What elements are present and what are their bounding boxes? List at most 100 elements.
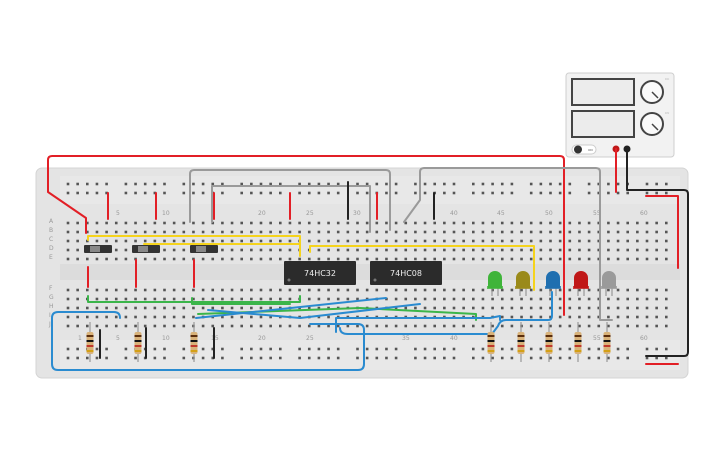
hole[interactable] — [529, 248, 533, 252]
hole[interactable] — [394, 297, 398, 301]
hole[interactable] — [616, 248, 620, 252]
rail-hole[interactable] — [336, 356, 340, 360]
rail-hole[interactable] — [211, 356, 215, 360]
hole[interactable] — [655, 239, 658, 243]
hole[interactable] — [269, 297, 272, 301]
hole[interactable] — [95, 315, 99, 319]
hole[interactable] — [452, 288, 456, 292]
hole[interactable] — [346, 248, 350, 252]
rail-hole[interactable] — [481, 347, 485, 351]
hole[interactable] — [597, 324, 601, 328]
hole[interactable] — [221, 248, 224, 252]
hole[interactable] — [404, 257, 408, 261]
rail-hole[interactable] — [66, 356, 70, 360]
rail-hole[interactable] — [307, 182, 311, 186]
hole[interactable] — [375, 221, 379, 225]
hole[interactable] — [636, 324, 639, 328]
rail-hole[interactable] — [539, 182, 543, 186]
hole[interactable] — [76, 288, 79, 292]
hole[interactable] — [124, 230, 128, 234]
led-white[interactable] — [601, 271, 617, 296]
rail-hole[interactable] — [153, 347, 157, 351]
rail-hole[interactable] — [221, 182, 224, 186]
hole[interactable] — [539, 248, 543, 252]
hole[interactable] — [317, 257, 321, 261]
hole[interactable] — [221, 288, 224, 292]
hole[interactable] — [66, 297, 70, 301]
led-green[interactable] — [487, 271, 503, 296]
hole[interactable] — [645, 230, 649, 234]
hole[interactable] — [626, 230, 629, 234]
hole[interactable] — [124, 324, 128, 328]
hole[interactable] — [443, 257, 446, 261]
rail-hole[interactable] — [616, 191, 620, 195]
hole[interactable] — [626, 257, 629, 261]
hole[interactable] — [124, 257, 128, 261]
hole[interactable] — [452, 221, 456, 225]
rail-hole[interactable] — [76, 191, 79, 195]
hole[interactable] — [568, 230, 572, 234]
rail-hole[interactable] — [655, 356, 658, 360]
rail-hole[interactable] — [86, 356, 89, 360]
hole[interactable] — [645, 297, 649, 301]
hole[interactable] — [259, 239, 263, 243]
hole[interactable] — [182, 288, 186, 292]
hole[interactable] — [549, 221, 552, 225]
hole[interactable] — [336, 239, 340, 243]
hole[interactable] — [259, 315, 263, 319]
rail-hole[interactable] — [587, 347, 591, 351]
hole[interactable] — [221, 297, 224, 301]
hole[interactable] — [230, 297, 234, 301]
hole[interactable] — [172, 248, 176, 252]
hole[interactable] — [549, 297, 552, 301]
hole[interactable] — [404, 297, 408, 301]
hole[interactable] — [510, 297, 514, 301]
hole[interactable] — [636, 297, 639, 301]
rail-hole[interactable] — [385, 191, 388, 195]
rail-hole[interactable] — [327, 191, 330, 195]
rail-hole[interactable] — [298, 356, 301, 360]
hole[interactable] — [462, 257, 465, 261]
hole[interactable] — [665, 297, 668, 301]
hole[interactable] — [404, 248, 408, 252]
hole[interactable] — [211, 257, 215, 261]
hole[interactable] — [76, 297, 79, 301]
hole[interactable] — [597, 230, 601, 234]
hole[interactable] — [172, 230, 176, 234]
hole[interactable] — [558, 230, 562, 234]
hole[interactable] — [558, 324, 562, 328]
rail-hole[interactable] — [510, 356, 514, 360]
rail-hole[interactable] — [607, 182, 610, 186]
hole[interactable] — [163, 230, 166, 234]
hole[interactable] — [491, 221, 494, 225]
rail-hole[interactable] — [250, 191, 253, 195]
hole[interactable] — [211, 239, 215, 243]
hole[interactable] — [443, 297, 446, 301]
hole[interactable] — [394, 230, 398, 234]
hole[interactable] — [201, 306, 205, 310]
hole[interactable] — [163, 248, 166, 252]
rail-hole[interactable] — [452, 182, 456, 186]
hole[interactable] — [414, 257, 417, 261]
resistor[interactable] — [517, 322, 525, 362]
hole[interactable] — [124, 288, 128, 292]
rail-hole[interactable] — [250, 347, 253, 351]
hole[interactable] — [153, 297, 157, 301]
rail-hole[interactable] — [443, 356, 446, 360]
hole[interactable] — [172, 297, 176, 301]
hole[interactable] — [230, 257, 234, 261]
hole[interactable] — [626, 306, 629, 310]
hole[interactable] — [520, 239, 523, 243]
rail-hole[interactable] — [163, 356, 166, 360]
rail-hole[interactable] — [645, 356, 649, 360]
hole[interactable] — [568, 288, 572, 292]
hole[interactable] — [539, 306, 543, 310]
hole[interactable] — [346, 257, 350, 261]
hole[interactable] — [539, 257, 543, 261]
rail-hole[interactable] — [510, 191, 514, 195]
hole[interactable] — [404, 306, 408, 310]
hole[interactable] — [288, 297, 292, 301]
hole[interactable] — [394, 239, 398, 243]
resistor[interactable] — [86, 322, 94, 362]
rail-hole[interactable] — [201, 347, 205, 351]
